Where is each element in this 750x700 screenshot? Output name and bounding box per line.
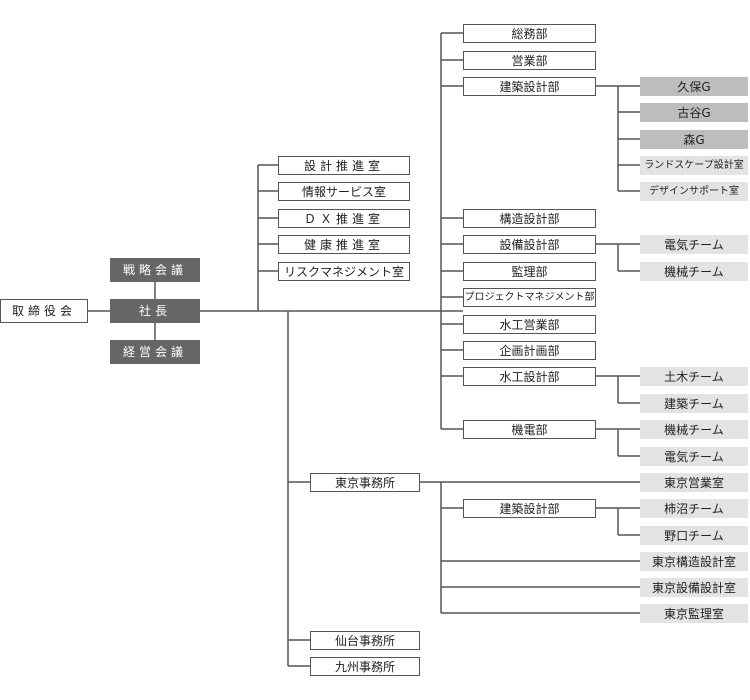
team-equipment-electric: 電気チーム	[640, 235, 748, 254]
dept-project-management: プロジェクトマネジメント部	[463, 288, 596, 307]
dept-electrical: 機電部	[463, 420, 596, 439]
team-water-building: 建築チーム	[640, 394, 748, 413]
board-of-directors: 取締役会	[0, 299, 88, 323]
dept-sales: 営業部	[463, 51, 596, 70]
office-risk-management: リスクマネジメント室	[278, 262, 410, 281]
team-electrical-mechanical: 機械チーム	[640, 420, 748, 439]
office-landscape-design: ランドスケープ設計室	[640, 156, 748, 175]
team-kakinuma: 柿沼チーム	[640, 499, 748, 518]
team-equipment-mechanical: 機械チーム	[640, 262, 748, 281]
tokyo-equipment-office: 東京設備設計室	[640, 578, 748, 597]
dept-supervision: 監理部	[463, 262, 596, 281]
management-meeting: 経営会議	[110, 340, 200, 364]
office-design-promotion: 設計推進室	[278, 156, 410, 175]
team-noguchi: 野口チーム	[640, 526, 748, 545]
tokyo-office: 東京事務所	[310, 473, 420, 492]
dept-general-affairs: 総務部	[463, 24, 596, 43]
president: 社長	[110, 299, 200, 323]
tokyo-structural-office: 東京構造設計室	[640, 552, 748, 571]
dept-planning: 企画計画部	[463, 341, 596, 360]
office-dx-promotion: ＤＸ推進室	[278, 209, 410, 228]
tokyo-supervision-office: 東京監理室	[640, 604, 748, 623]
dept-architectural-design: 建築設計部	[463, 77, 596, 96]
group-kubo: 久保G	[640, 77, 748, 96]
team-water-civil: 土木チーム	[640, 367, 748, 386]
kyushu-office: 九州事務所	[310, 657, 420, 676]
office-design-support: デザインサポート室	[640, 182, 748, 201]
group-furuya: 古谷G	[640, 103, 748, 122]
dept-equipment-design: 設備設計部	[463, 235, 596, 254]
tokyo-arch-design-dept: 建築設計部	[463, 499, 596, 518]
dept-water-sales: 水工営業部	[463, 315, 596, 334]
dept-water-design: 水工設計部	[463, 367, 596, 386]
sendai-office: 仙台事務所	[310, 631, 420, 650]
strategy-meeting: 戦略会議	[110, 258, 200, 282]
team-electrical-electric: 電気チーム	[640, 447, 748, 466]
office-health-promotion: 健康推進室	[278, 235, 410, 254]
group-mori: 森G	[640, 130, 748, 149]
office-info-services: 情報サービス室	[278, 182, 410, 201]
tokyo-sales-office: 東京営業室	[640, 473, 748, 492]
dept-structural-design: 構造設計部	[463, 209, 596, 228]
